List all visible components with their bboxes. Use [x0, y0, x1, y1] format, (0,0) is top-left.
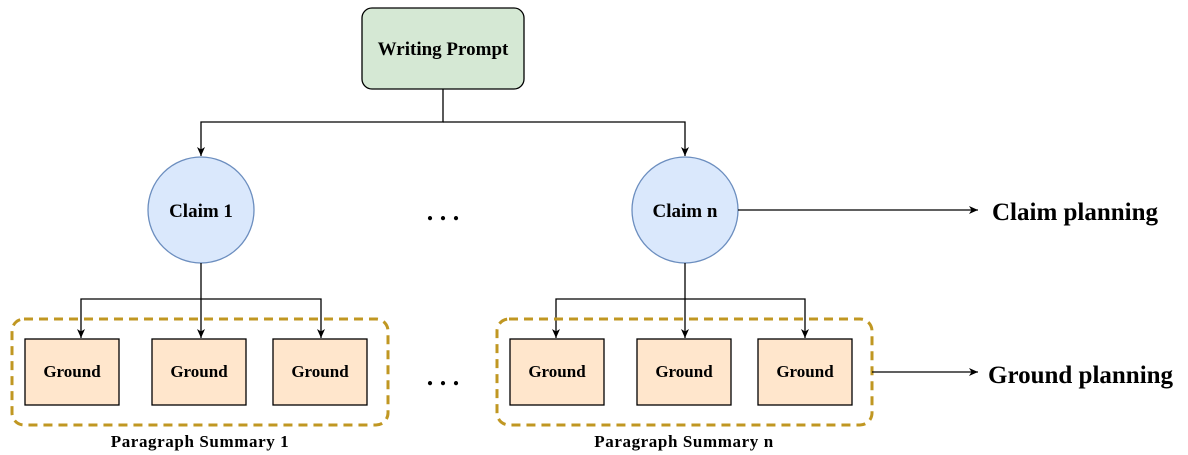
- claim-planning-label: Claim planning: [992, 199, 1159, 226]
- paragraph-summary-n-label: Paragraph Summary n: [594, 432, 774, 451]
- claim-label: Claim n: [653, 201, 718, 222]
- ground-label: Ground: [776, 362, 834, 381]
- ground-label: Ground: [655, 362, 713, 381]
- writing-prompt-label: Writing Prompt: [378, 39, 509, 60]
- ground-node: Ground: [151, 338, 247, 406]
- claim-node-n: Claim n: [631, 156, 739, 264]
- writing-prompt-node: Writing Prompt: [361, 7, 525, 90]
- paragraph-summary-1-label: Paragraph Summary 1: [111, 432, 290, 451]
- claim-1-ground-connectors: [77, 263, 325, 338]
- claim-n-ground-connectors: [552, 263, 809, 338]
- ground-label: Ground: [170, 362, 228, 381]
- ground-planning-label: Ground planning: [988, 362, 1174, 389]
- ground-label: Ground: [528, 362, 586, 381]
- ground-node: Ground: [272, 338, 368, 406]
- ellipsis-grounds: . . .: [427, 362, 460, 391]
- claim-node-1: Claim 1: [147, 156, 255, 264]
- edge-prompt-claim-n: [443, 121, 689, 156]
- ground-node: Ground: [757, 338, 853, 406]
- ground-label: Ground: [43, 362, 101, 381]
- ground-node: Ground: [636, 338, 732, 406]
- ellipsis-claims: . . .: [427, 197, 460, 226]
- ground-node: Ground: [24, 338, 120, 406]
- ground-label: Ground: [291, 362, 349, 381]
- claim-label: Claim 1: [169, 201, 233, 222]
- paragraph-summary-1-group: [10, 317, 390, 427]
- ground-node: Ground: [509, 338, 605, 406]
- prompt-connectors: [197, 89, 689, 156]
- edge-prompt-claim-1: [197, 89, 444, 156]
